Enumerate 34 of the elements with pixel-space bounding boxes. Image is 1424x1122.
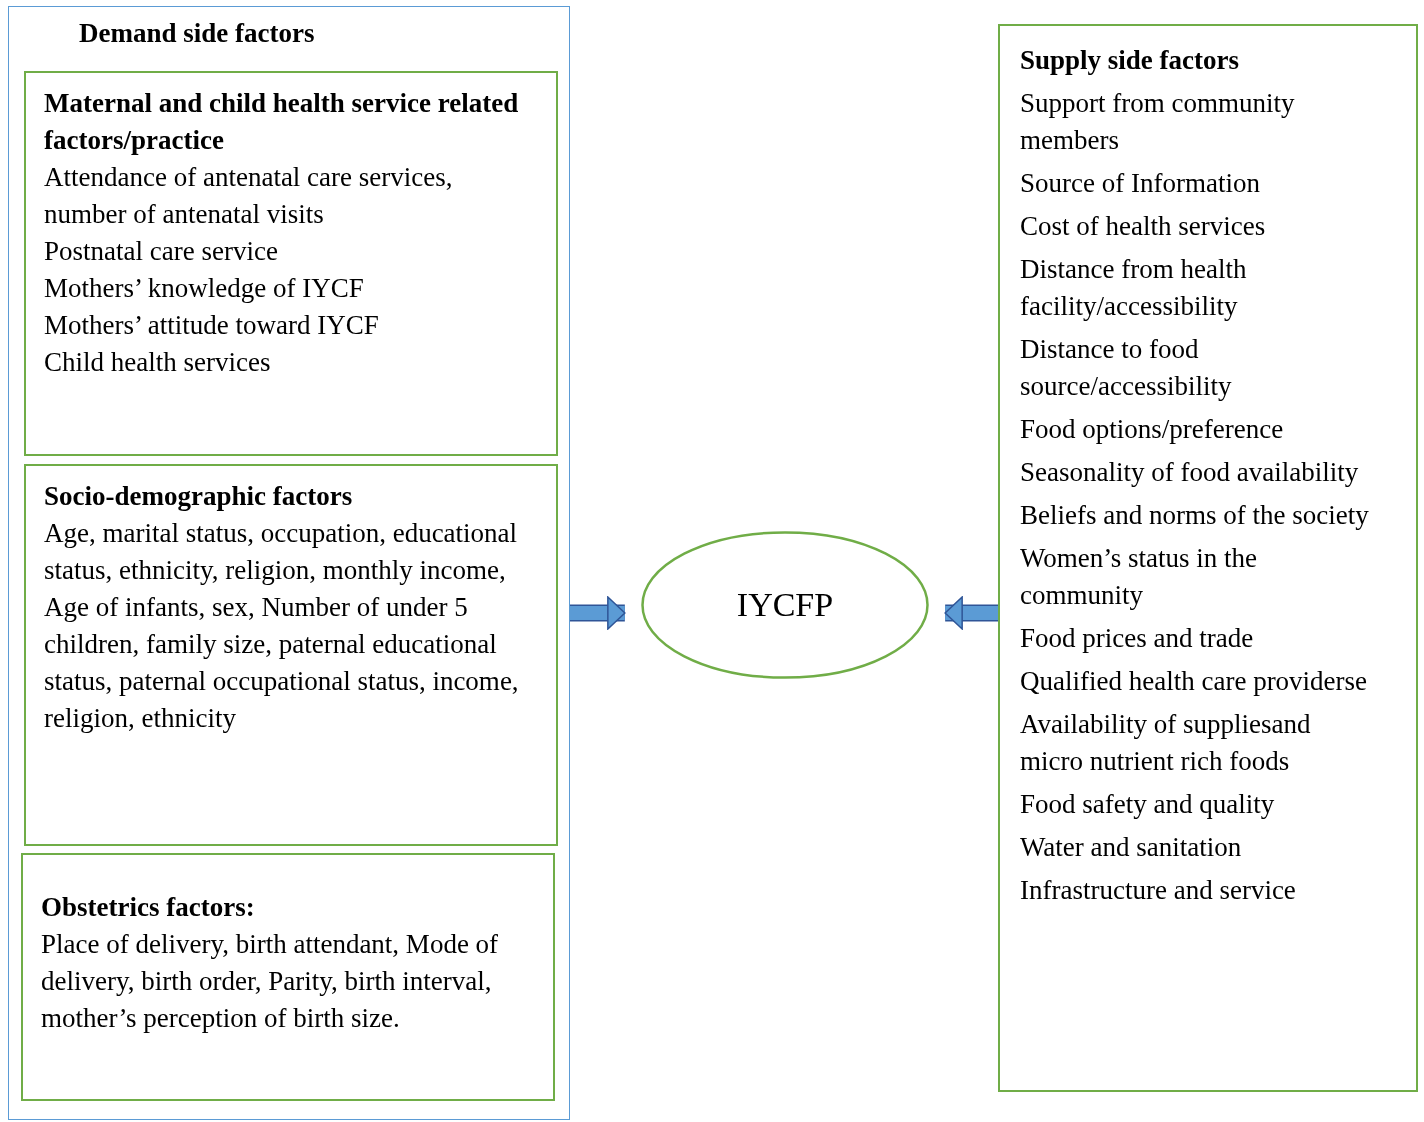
body-text: Child health services: [44, 346, 272, 379]
heading: Obstetrics factors:: [41, 891, 256, 924]
factor-item: Food safety and quality: [1020, 788, 1276, 821]
factor-item: Distance to food source/accessibility: [1020, 333, 1233, 403]
body-text: Postnatal care service: [44, 235, 279, 268]
factor-item: Infrastructure and service: [1020, 874, 1297, 907]
factor-item: Source of Information: [1020, 167, 1261, 200]
factor-item: Food prices and trade: [1020, 622, 1255, 655]
factor-item: Qualified health care providerse: [1020, 665, 1369, 698]
factor-item: Availability of suppliesand micro nutrient rich foods: [1020, 708, 1312, 778]
body-text: Mothers’ attitude toward IYCF: [44, 309, 380, 342]
factor-item: Support from community members: [1020, 87, 1296, 157]
factor-box: [24, 464, 558, 846]
factor-item: Beliefs and norms of the society: [1020, 499, 1370, 532]
factor-box: [21, 853, 555, 1101]
body-text: Mothers’ knowledge of IYCF: [44, 272, 365, 305]
body-text: Age of infants, sex, Number of under 5 children, family size, paternal educational status, paternal occupational status, income, religion, ethnicity: [44, 591, 520, 735]
body-text: Place of delivery, birth attendant, Mode of delivery, birth order, Parity, birth interval, mother’s perception of birth size.: [41, 928, 500, 1035]
heading: Demand side factors: [79, 17, 316, 50]
factor-item: Food options/preference: [1020, 413, 1285, 446]
heading: Supply side factors: [1020, 44, 1241, 77]
factor-box: [998, 24, 1418, 1092]
factor-item: Water and sanitation: [1020, 831, 1243, 864]
factor-box: [24, 71, 558, 456]
heading: Socio-demographic factors: [44, 480, 354, 513]
body-text: Attendance of antenatal care services, number of antenatal visits: [44, 161, 454, 231]
node-label: IYCFP: [736, 586, 834, 624]
heading: Maternal and child health service related factors/practice: [44, 87, 520, 157]
factor-item: Seasonality of food availability: [1020, 456, 1360, 489]
factor-item: Cost of health services: [1020, 210, 1267, 243]
factor-item: Distance from health facility/accessibility: [1020, 253, 1248, 323]
group-box: [8, 6, 570, 1120]
body-text: Age, marital status, occupation, educational status, ethnicity, religion, monthly income,: [44, 517, 519, 587]
factor-item: Women’s status in the community: [1020, 542, 1259, 612]
